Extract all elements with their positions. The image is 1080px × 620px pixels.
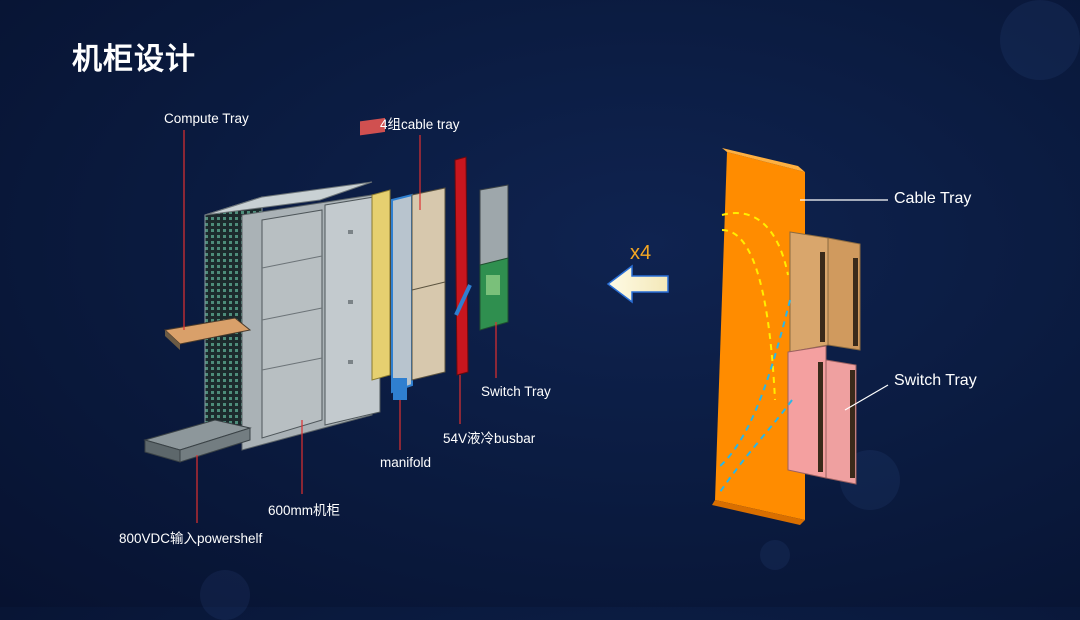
multiplier-label: x4	[630, 242, 652, 264]
label-cable-tray-right: Cable Tray	[894, 190, 972, 207]
left-arrow-icon	[606, 264, 669, 304]
label-cable-tray-4: 4组cable tray	[380, 117, 460, 132]
label-compute-tray: Compute Tray	[164, 111, 249, 126]
label-manifold: manifold	[380, 455, 432, 470]
rack-rear-components	[360, 117, 509, 400]
rack-diagram	[143, 117, 889, 525]
cable-tray-diagram	[712, 148, 889, 525]
leader-lines	[183, 130, 497, 523]
background-bokeh	[760, 540, 790, 570]
page-title: 机柜设计	[72, 42, 196, 77]
label-rack-600: 600mm机柜	[268, 503, 341, 518]
background-bokeh	[1000, 0, 1080, 80]
rack-assembly	[143, 181, 381, 463]
label-powershelf: 800VDC输入powershelf	[119, 531, 263, 546]
label-busbar: 54V液冷busbar	[443, 431, 536, 446]
label-switch-tray-left: Switch Tray	[481, 384, 551, 399]
label-switch-tray-right: Switch Tray	[894, 372, 977, 389]
